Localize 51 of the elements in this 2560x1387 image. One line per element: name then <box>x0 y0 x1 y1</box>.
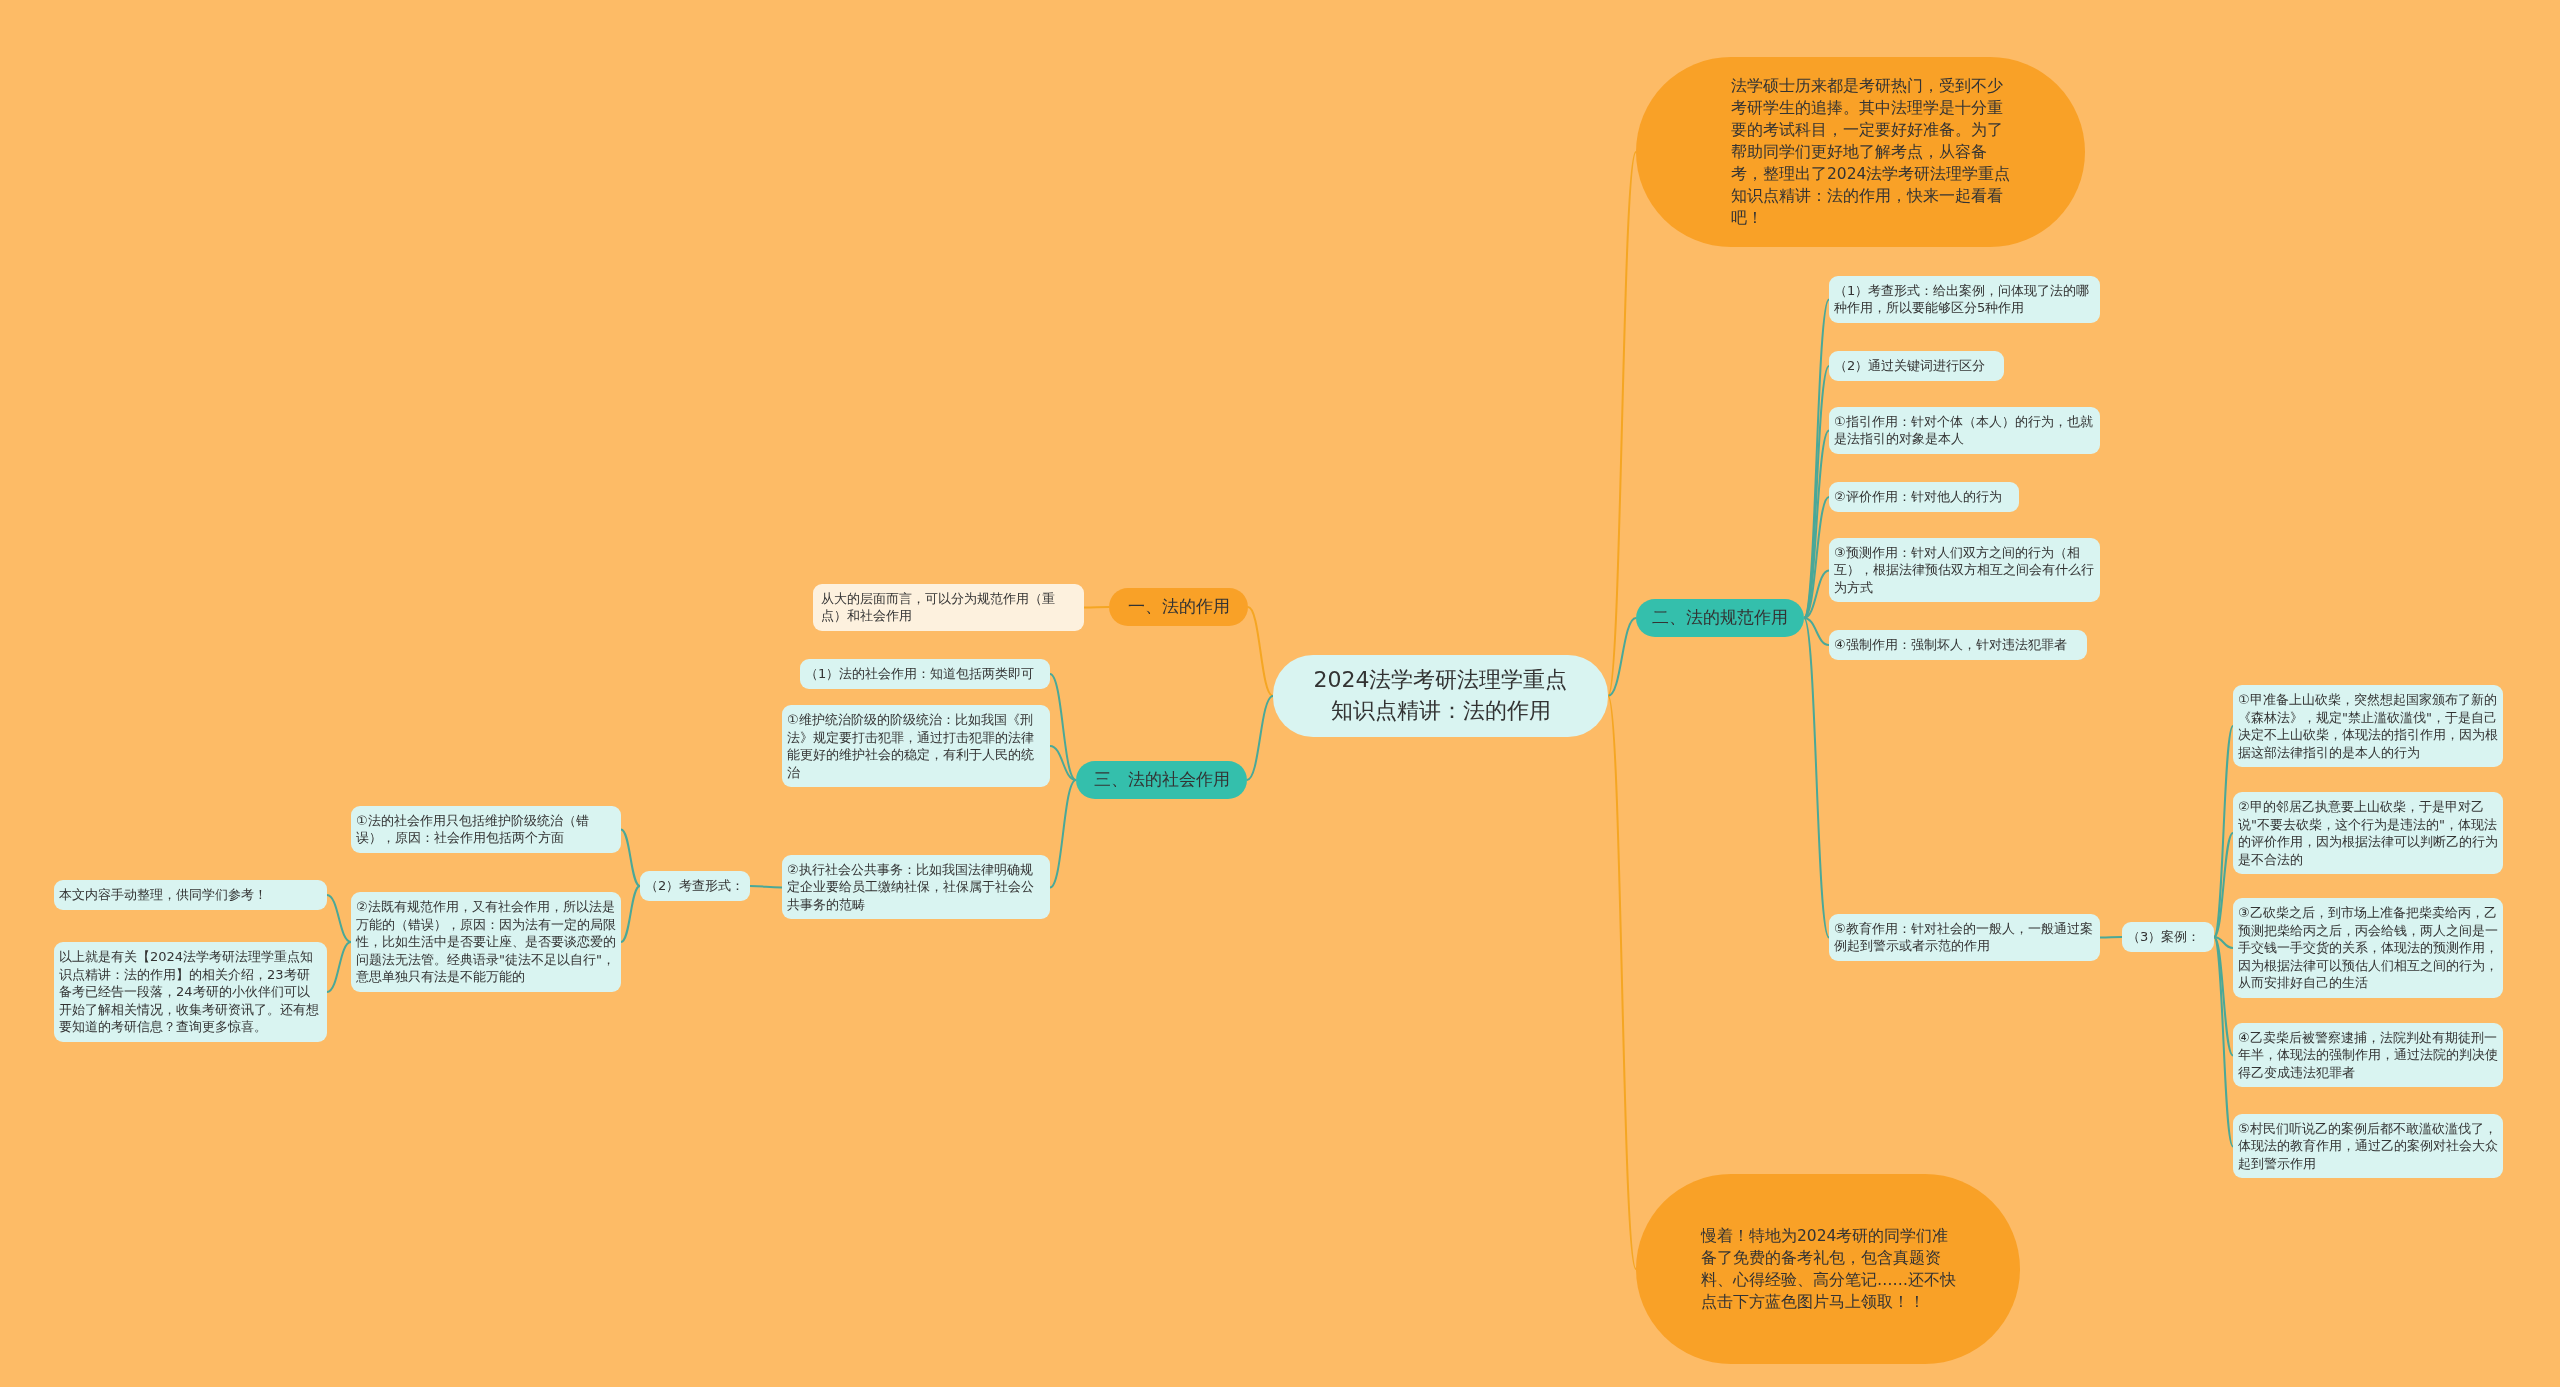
topic-box: ②甲的邻居乙执意要上山砍柴，于是甲对乙说"不要去砍柴，这个行为是违法的"，体现法的评价作用，因为根据法律可以判断乙的行为是不合法的 <box>2233 792 2503 875</box>
topic-box: ②法既有规范作用，又有社会作用，所以法是万能的（错误），原因：因为法有一定的局限性，比如生活中是否要让座、是否要谈恋爱的问题法无法管。经典语录"徒法不足以自行"，意思单独只有法是不能万能的 <box>351 892 621 992</box>
connector-line <box>2213 936 2234 1057</box>
topic-box: 从大的层面而言，可以分为规范作用（重点）和社会作用 <box>813 583 1084 631</box>
connector-line <box>2213 832 2234 938</box>
connector-line <box>1049 745 1077 781</box>
connector-line <box>1607 151 1637 697</box>
topic-box: ⑤教育作用：针对社会的一般人，一般通过案例起到警示或者示范的作用 <box>1829 913 2100 961</box>
connector-line <box>620 828 641 887</box>
branch-topic: 三、法的社会作用 <box>1076 761 1247 799</box>
topic-box: （1）法的社会作用：知道包括两类即可 <box>800 659 1050 689</box>
topic-box: （3）案例： <box>2122 922 2214 952</box>
connector-line <box>1083 606 1110 609</box>
connector-line <box>1607 617 1637 697</box>
connector-line <box>1803 617 1830 646</box>
connector-line <box>2213 936 2234 949</box>
connector-line <box>1246 695 1274 781</box>
topic-box: ①甲准备上山砍柴，突然想起国家颁布了新的《森林法》，规定"禁止滥砍滥伐"，于是自己决定不上山砍柴，体现法的指引作用，因为根据这部法律指引的是本人的行为 <box>2233 685 2503 768</box>
topic-box: ③预测作用：针对人们双方之间的行为（相互），根据法律预估双方相互之间会有什么行为方式 <box>1829 537 2100 603</box>
connector-line <box>326 894 352 943</box>
connector-line <box>1049 779 1077 889</box>
promo-bubble: 慢着！特地为2024考研的同学们准备了免费的备考礼包，包含真题资料、心得经验、高分笔记……还不快点击下方蓝色图片马上领取！！ <box>1636 1174 2020 1364</box>
topic-box: ①指引作用：针对个体（本人）的行为，也就是法指引的对象是本人 <box>1829 406 2100 454</box>
connector-line <box>326 941 352 993</box>
topic-box: ④强制作用：强制坏人，针对违法犯罪者 <box>1829 630 2087 660</box>
topic-box: （1）考查形式：给出案例，问体现了法的哪种作用，所以要能够区分5种作用 <box>1829 275 2100 323</box>
branch-topic: 一、法的作用 <box>1109 588 1248 626</box>
topic-box: ③乙砍柴之后，到市场上准备把柴卖给丙，乙预测把柴给丙之后，丙会给钱，两人之间是一手交钱一手交货的关系，体现法的预测作用，因为根据法律可以预估人们相互之间的行为，从而安排好自己的生活 <box>2233 898 2503 998</box>
topic-box: （2）考查形式： <box>640 871 750 901</box>
topic-box: ②执行社会公共事务：比如我国法律明确规定企业要给员工缴纳社保，社保属于社会公共事务的范畴 <box>782 854 1050 920</box>
connector-line <box>620 885 641 943</box>
connector-line <box>749 885 783 889</box>
connector-line <box>1049 673 1077 781</box>
connector-line <box>2213 725 2234 938</box>
connector-line <box>2099 936 2123 939</box>
connector-line <box>1803 569 1830 619</box>
intro-bubble: 法学硕士历来都是考研热门，受到不少考研学生的追捧。其中法理学是十分重要的考试科目，一定要好好准备。为了帮助同学们更好地了解考点，从容备考，整理出了2024法学考研法理学重点知识点精讲：法的作用，快来一起看看吧！ <box>1636 57 2085 247</box>
topic-box: ④乙卖柴后被警察逮捕，法院判处有期徒刑一年半，体现法的强制作用，通过法院的判决使得乙变成违法犯罪者 <box>2233 1022 2503 1088</box>
topic-box: （2）通过关键词进行区分 <box>1829 351 2004 381</box>
connector-line <box>2213 936 2234 1148</box>
branch-topic: 二、法的规范作用 <box>1636 599 1804 637</box>
connector-line <box>1247 606 1274 697</box>
connector-line <box>1607 695 1637 1270</box>
topic-box: ②评价作用：针对他人的行为 <box>1829 482 2019 512</box>
topic-box: 以上就是有关【2024法学考研法理学重点知识点精讲：法的作用】的相关介绍，23考研备考已经告一段落，24考研的小伙伴们可以开始了解相关情况，收集考研资讯了。还有想要知道的考研信息？查询更多惊喜。 <box>54 942 327 1042</box>
topic-box: ①维护统治阶级的阶级统治：比如我国《刑法》规定要打击犯罪，通过打击犯罪的法律能更好的维护社会的稳定，有利于人民的统治 <box>782 705 1050 788</box>
topic-box: ①法的社会作用只包括维护阶级统治（错误），原因：社会作用包括两个方面 <box>351 805 621 853</box>
connector-line <box>1803 617 1830 939</box>
central-topic: 2024法学考研法理学重点知识点精讲：法的作用 <box>1273 655 1608 737</box>
topic-box: ⑤村民们听说乙的案例后都不敢滥砍滥伐了，体现法的教育作用，通过乙的案例对社会大众起到警示作用 <box>2233 1113 2503 1179</box>
topic-box: 本文内容手动整理，供同学们参考！ <box>54 880 327 910</box>
